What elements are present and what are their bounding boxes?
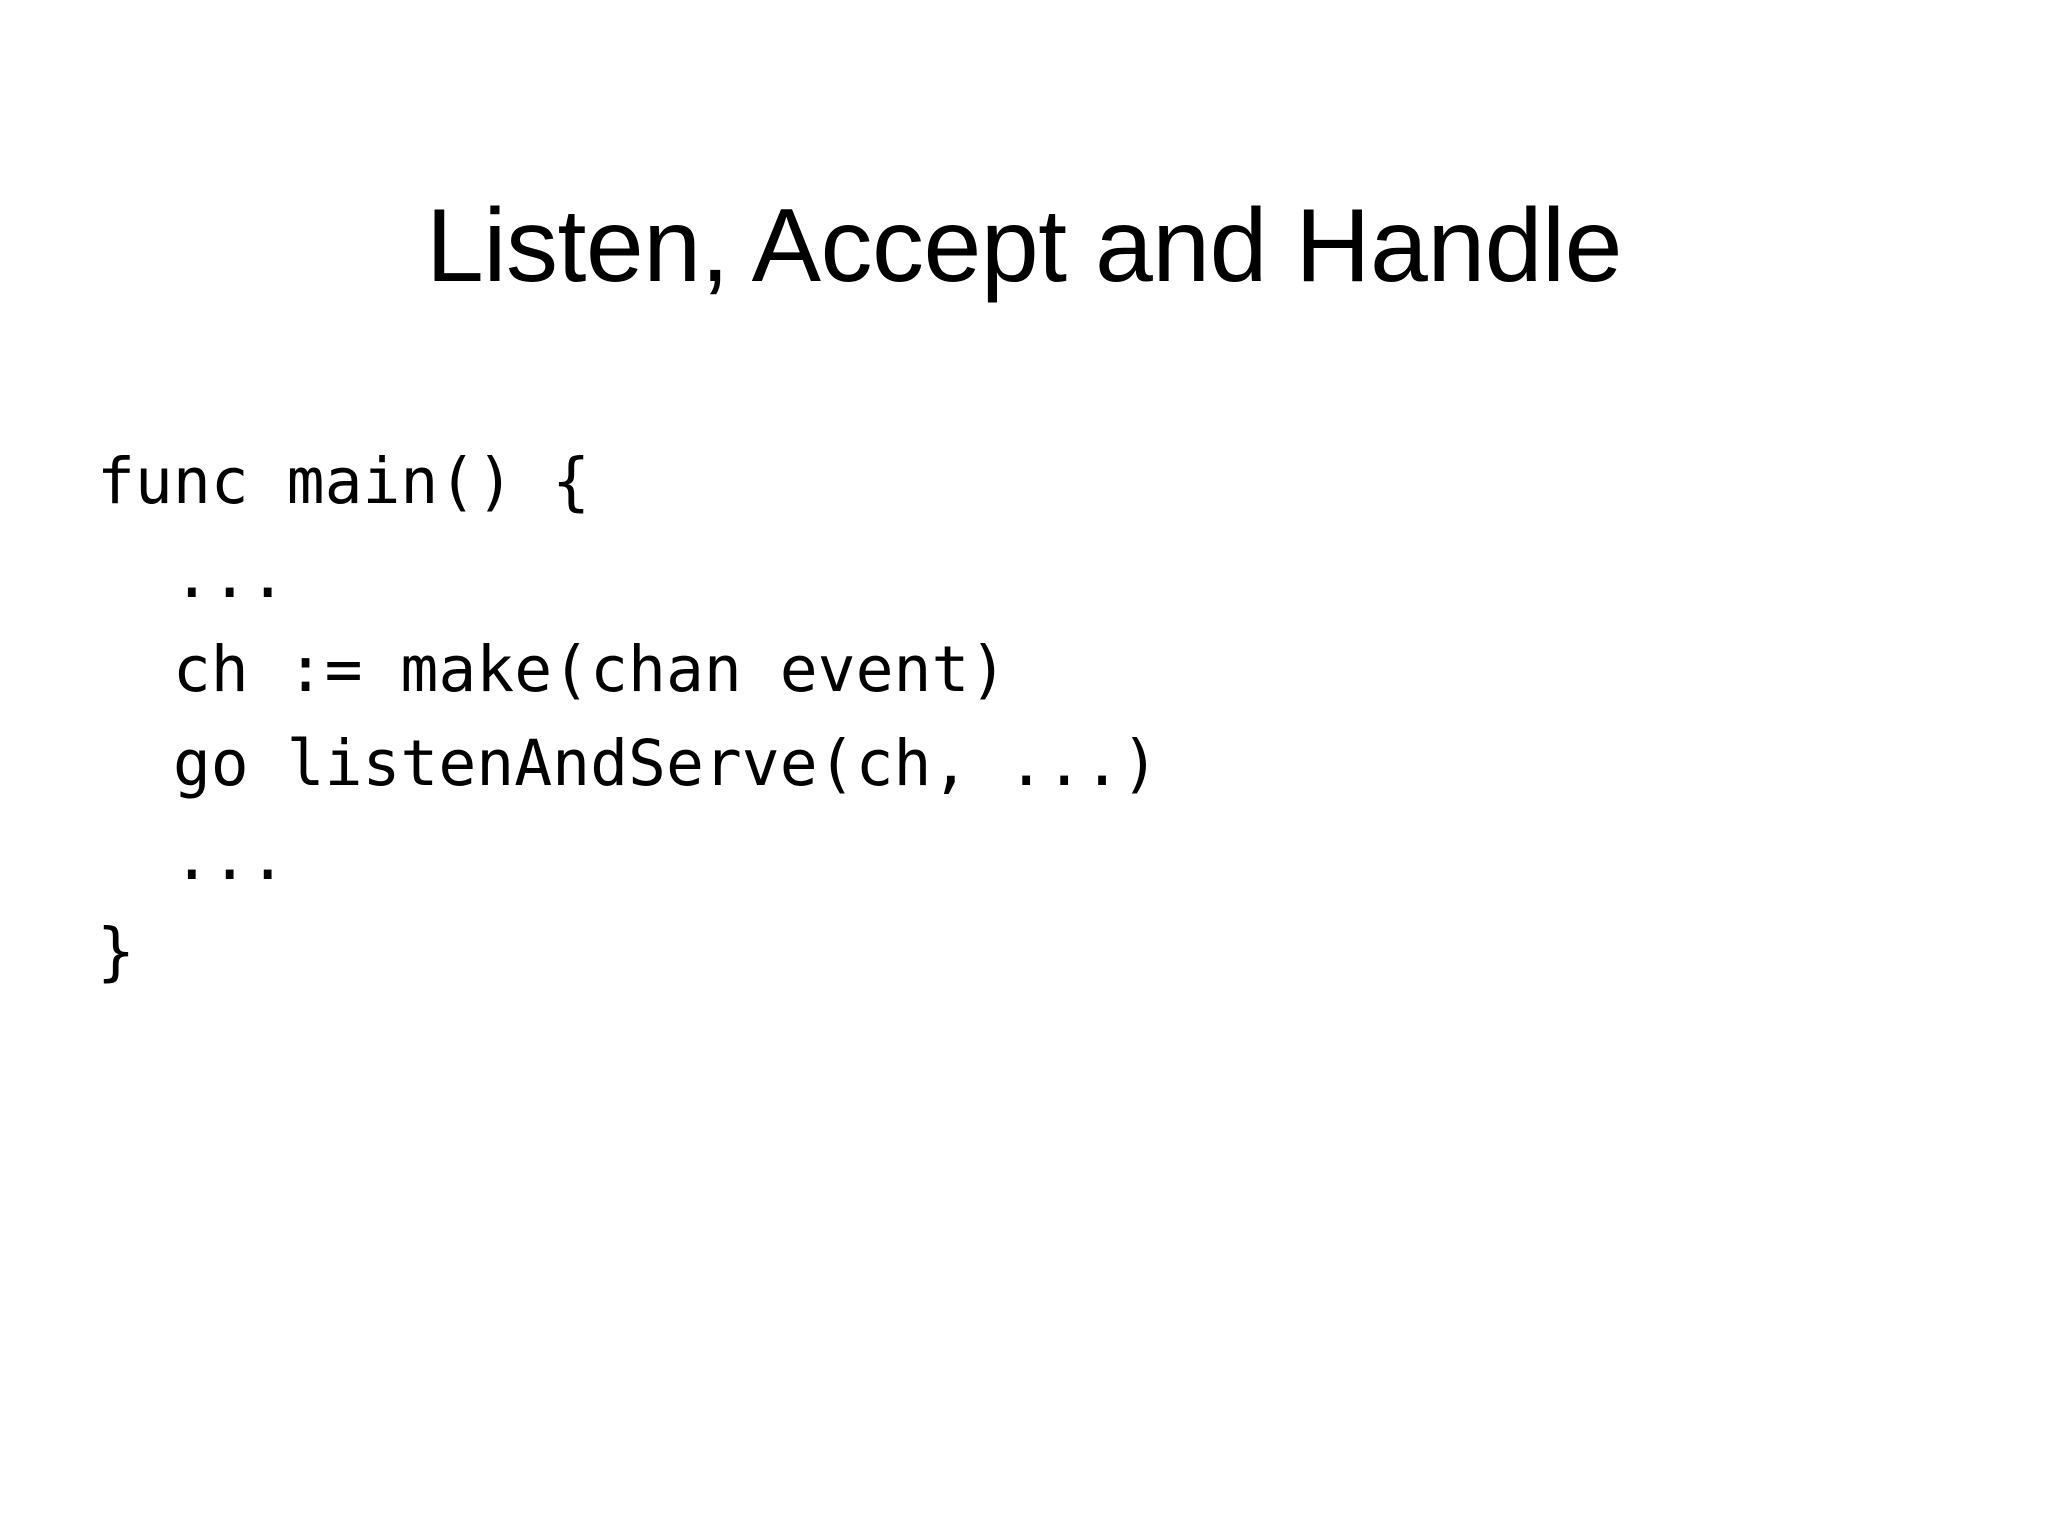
title-area: Listen, Accept and Handle xyxy=(0,118,2048,374)
code-line-4: go listenAndServe(ch, ...) xyxy=(97,727,1160,800)
code-line-6: } xyxy=(97,915,135,988)
code-block: func main() { ... ch := make(chan event)… xyxy=(97,435,1957,999)
page-title: Listen, Accept and Handle xyxy=(426,187,1622,304)
code-line-5: ... xyxy=(97,821,287,894)
code-line-1: func main() { xyxy=(97,445,591,518)
code-line-3: ch := make(chan event) xyxy=(97,633,1008,706)
code-line-2: ... xyxy=(97,539,287,612)
